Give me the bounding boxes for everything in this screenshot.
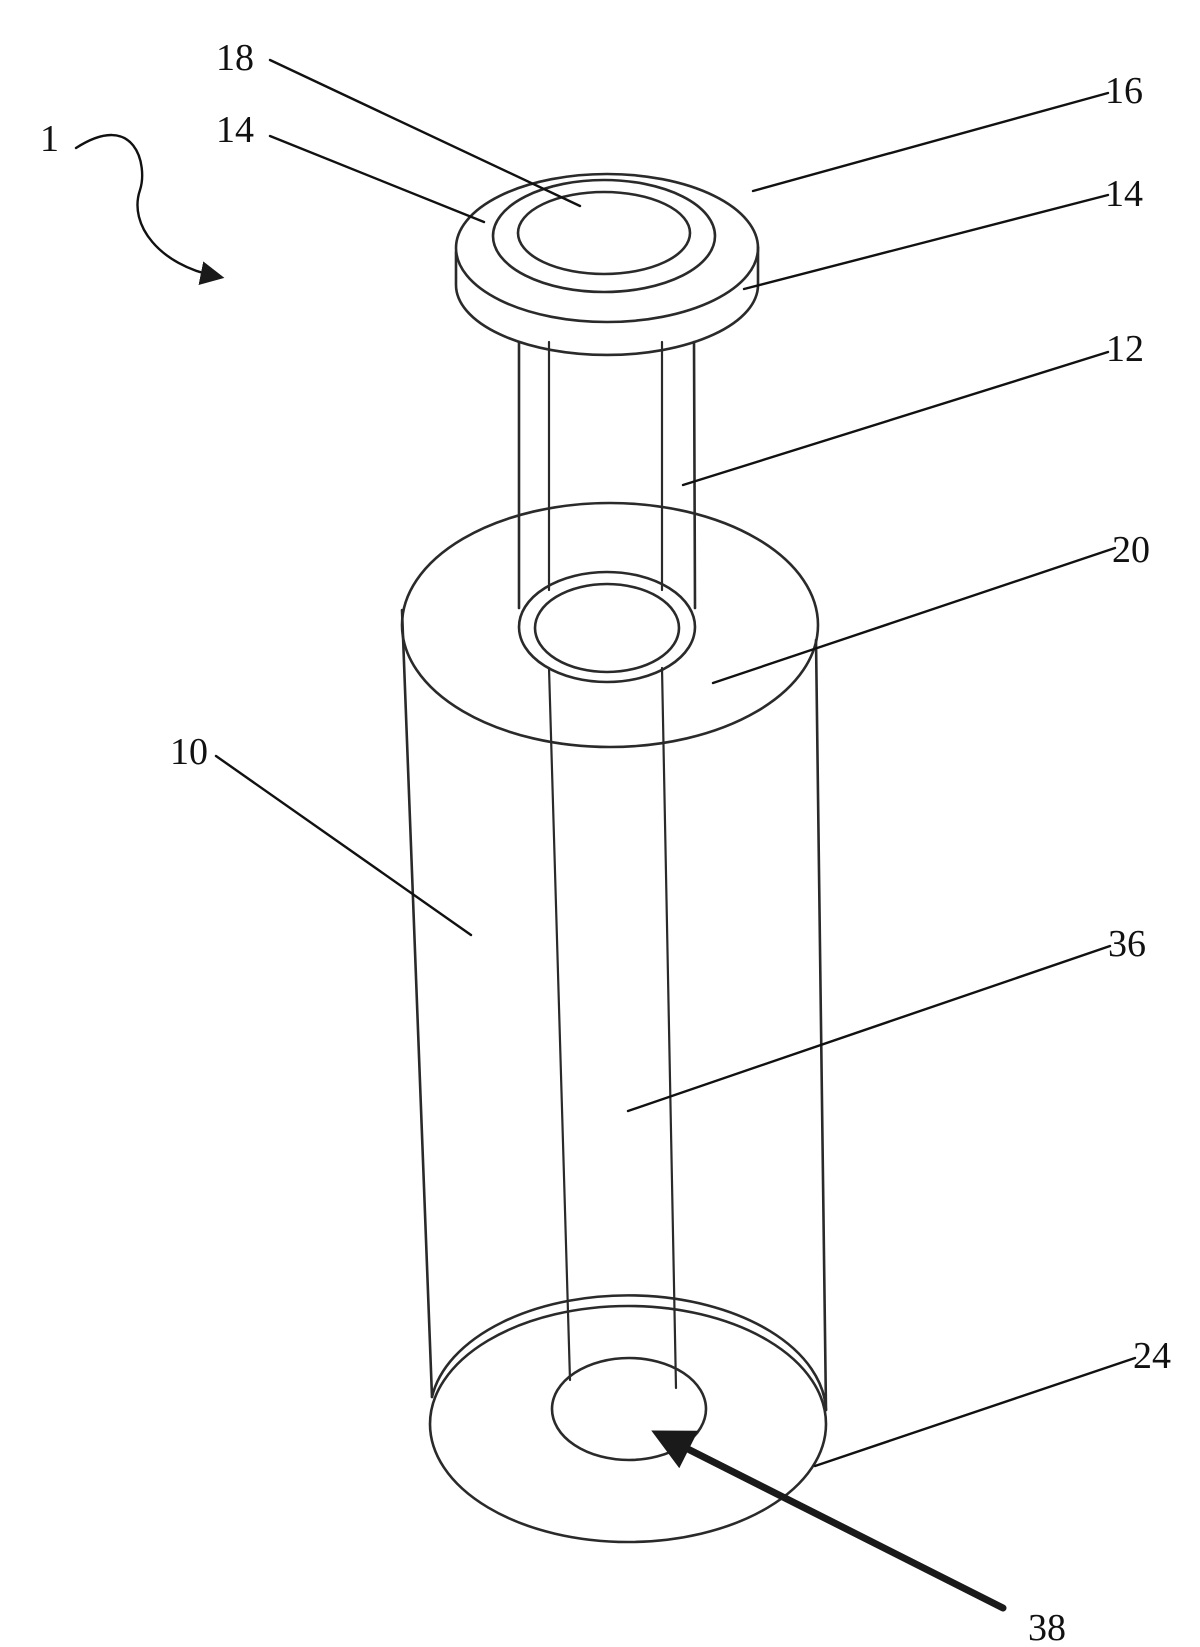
label-top-face: 20 <box>1112 529 1150 571</box>
reference-numerals: 1 18 14 16 14 12 20 10 36 24 38 <box>40 37 1171 1647</box>
leader-14-upper <box>270 136 484 222</box>
device-squiggle-arrow <box>76 135 215 276</box>
label-outer-rim: 16 <box>1105 70 1143 112</box>
label-bore: 36 <box>1108 923 1146 965</box>
cylinder-left-edge <box>402 610 432 1397</box>
leader-24 <box>815 1358 1135 1466</box>
cylinder-top-opening <box>519 572 695 682</box>
cap-center-disc <box>518 192 690 274</box>
tube <box>519 342 695 608</box>
leader-20 <box>713 548 1115 683</box>
inlet-arrow <box>670 1440 1003 1608</box>
leader-18 <box>270 60 580 206</box>
opening-inner-ring <box>535 584 679 672</box>
cylinder-bottom-face <box>430 1306 826 1542</box>
opening-outer-ring <box>519 572 695 682</box>
label-bottom-face: 24 <box>1133 1335 1171 1377</box>
label-inlet-arrow: 38 <box>1028 1607 1066 1647</box>
cylinder-bottom-back-edge <box>432 1295 826 1410</box>
label-device: 1 <box>40 118 59 160</box>
leader-36 <box>628 946 1110 1111</box>
cylinder-right-edge <box>816 640 826 1410</box>
bore-left-edge <box>549 668 570 1380</box>
main-cylinder <box>402 503 826 1542</box>
label-ring-side: 14 <box>1105 173 1143 215</box>
label-inner-disc: 18 <box>216 37 254 79</box>
leader-12 <box>683 352 1108 485</box>
bore-right-edge <box>662 668 676 1388</box>
inner-bore <box>549 668 706 1460</box>
leader-lines <box>76 60 1135 1466</box>
tube-outer-right <box>694 342 695 608</box>
leader-14-side <box>744 195 1108 289</box>
leader-16 <box>753 93 1108 191</box>
cap <box>456 174 758 355</box>
label-tube: 12 <box>1106 328 1144 370</box>
label-body: 10 <box>170 731 208 773</box>
cylinder-top-face <box>402 503 818 747</box>
label-ring-upper-left: 14 <box>216 109 254 151</box>
leader-10 <box>216 756 471 935</box>
